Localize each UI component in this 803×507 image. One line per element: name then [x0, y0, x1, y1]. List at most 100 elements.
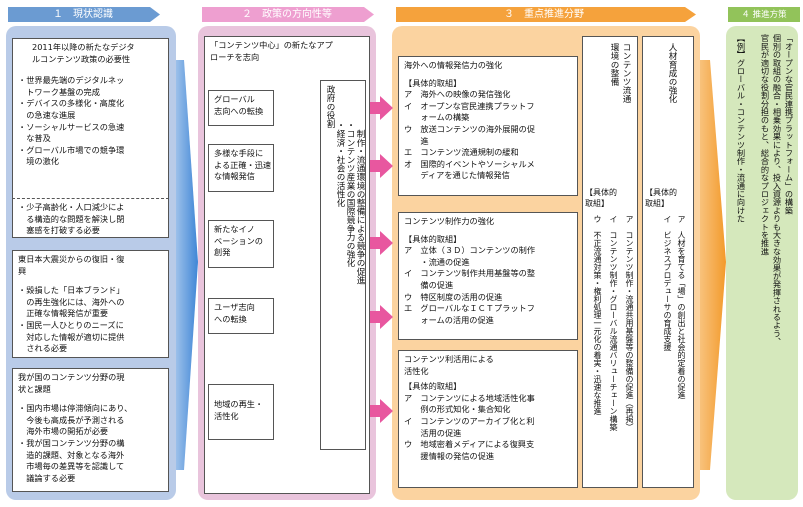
box3-bullet-cont: 議論する必要 — [18, 472, 76, 483]
area-item: イ オープンな官民連携プラットフ — [404, 100, 535, 111]
box3-title-line2: 状と課題 — [18, 383, 51, 394]
government-role-box: 政府の役割 ・経済・社会の活性化 ・コンテンツ産業の国際競争力の強化 制作・流通… — [320, 80, 366, 450]
area-item: ア 海外への映像の発信強化 — [404, 89, 511, 100]
area-item: イ コンテンツのアーカイブ化と利 — [404, 415, 535, 426]
approach-line2: ローチを志向 — [210, 51, 260, 62]
area-item-cont: 備の促進 — [404, 279, 454, 290]
box3-bullet-cont: 造的課題、対象となる海外 — [18, 449, 125, 460]
area-item: ウ 特区制度の活用の促進 — [404, 291, 503, 302]
measure-line2: 「オープンな官民連携プラットフォーム」の構築 — [784, 34, 794, 215]
approach-line1: 「コンテンツ中心」の新たなアプ — [210, 40, 333, 50]
arrow-innovation — [366, 231, 393, 255]
policy-item-line: 活性化 — [214, 410, 239, 421]
box1-bullet: ・ソーシャルサービスの急速 — [18, 121, 125, 132]
measure-line3: 官民が適切な役割分担のもと、総合的なプロジェクトを推進 — [760, 34, 770, 256]
area-production-power: コンテンツ制作力の強化 【具体的取組】 ア 立体（３Ｄ）コンテンツの制作 ・流通… — [398, 212, 578, 340]
status-box-content-sector: 我が国のコンテンツ分野の現 状と課題 ・国内市場は停滞傾向にあり、 今後も高成長… — [12, 368, 169, 492]
box2-bullet-cont: 対応した情報が適切に提供 — [18, 331, 125, 342]
area-sub: 【具体的取組】 — [404, 233, 462, 244]
policy-item-line: 多様な手段に — [214, 148, 264, 158]
policy-item-line: への転換 — [214, 313, 247, 324]
status-box-earthquake: 東日本大震災からの復旧・復 興 ・毀損した「日本ブランド」 の再生強化には、海外… — [12, 250, 169, 358]
policy-item-innovation: 新たなイノ ベーションの 創発 — [208, 220, 274, 268]
arrow-user — [366, 305, 393, 329]
area-item-cont: 活用の促進 — [404, 427, 462, 438]
box3-bullet-cont: 今後も高成長が予測される — [18, 414, 125, 425]
box1-bullet-cont: トワーク基盤の完成 — [18, 86, 100, 97]
box2-title-line2: 興 — [18, 265, 27, 276]
promotion-measures-text: 【例】グローバル・コンテンツ制作・流通に向けた 「オープンな官民連携プラットフォ… — [732, 34, 794, 494]
policy-item-line: ユーザ志向 — [214, 302, 255, 312]
section-2-title: ２ 政策の方向性等 — [242, 9, 332, 20]
area-item: ア 立体（３Ｄ）コンテンツの制作 — [404, 245, 536, 256]
section-4-tab — [728, 7, 800, 22]
hr-sub: 【具体的 取組】 — [645, 187, 693, 209]
arrow-info — [366, 154, 393, 178]
area-item-cont: 例の形式知化・集合知化 — [404, 404, 511, 415]
policy-item-line: な情報発信 — [214, 171, 255, 182]
hr-item-a: ア 人材を育てる「場」の創出と社会的定着の促進 — [677, 215, 686, 399]
arrow-status-to-policy — [176, 60, 198, 470]
area-item: エ コンテンツ流通規制の緩和 — [404, 147, 519, 158]
env-item-b: イ コンテンツ制作・グローバル流通バリューチェーン構築 — [609, 215, 618, 431]
measure-line1: 【例】グローバル・コンテンツ制作・流通に向けた — [736, 34, 746, 223]
status-note-declining-population: ・少子高齢化・人口減少によ る構造的な問題を解決し閉 塞感を打破する必要 — [12, 198, 169, 238]
area-item-cont: ・流通の促進 — [404, 256, 470, 267]
area-item-cont: ディアを通じた情報発信 — [404, 170, 510, 181]
arrow-region — [366, 399, 393, 423]
env-sub-line1: 【具体的 — [585, 188, 617, 197]
area-item-cont: 進 — [404, 135, 429, 146]
box3-bullet: ・我が国コンテンツ分野の構 — [18, 437, 125, 448]
box3-bullet: ・国内市場は停滞傾向にあり、 — [18, 403, 133, 414]
env-sub: 【具体的 取組】 — [585, 187, 637, 209]
area-sub: 【具体的取組】 — [404, 381, 462, 392]
box1-bullet-cont: な普及 — [18, 133, 51, 144]
section-1-title: １ 現状認識 — [53, 9, 113, 20]
area-content-utilization: コンテンツ利活用による 活性化 【具体的取組】 ア コンテンツによる地域活性化事… — [398, 350, 578, 488]
env-title-line1: 環境の整備 — [609, 43, 619, 86]
arrow-areas-to-measures — [700, 60, 726, 470]
note-line: ・少子高齢化・人口減少によ — [18, 202, 125, 212]
area-human-resources: 人材育成の強化 【具体的 取組】 ア 人材を育てる「場」の創出と社会的定着の促進… — [642, 36, 694, 488]
hr-sub-line1: 【具体的 — [645, 188, 677, 197]
gov-role-line1: ・経済・社会の活性化 — [335, 121, 345, 207]
box1-bullet: ・世界最先端のデジタルネッ — [18, 75, 125, 86]
env-item-c: ウ 不正流通対策・権利処理一元化の着実・迅速な推進 — [593, 215, 602, 415]
policy-item-region: 地域の再生・ 活性化 — [208, 384, 274, 440]
area-item: ウ 地域密着メディアによる復興支 — [404, 439, 535, 450]
box3-bullet-cont: 市場毎の差異等を認識して — [18, 461, 125, 472]
arrow-global — [366, 96, 393, 120]
area-distribution-environment: 環境の整備 コンテンツ流通 【具体的 取組】 ア コンテンツ制作・流通共用基盤等… — [582, 36, 638, 488]
area-item-cont: ォームの活用の促進 — [404, 314, 494, 325]
hr-sub-line2: 取組】 — [645, 199, 669, 208]
area-item-cont: 援情報の発信の促進 — [404, 450, 495, 461]
column-promotion-measures — [726, 26, 798, 500]
section-4-title: ４ 推進方策 — [741, 10, 787, 20]
box1-title-line2: ルコンテンツ政策の必要性 — [32, 53, 131, 64]
policy-item-info: 多様な手段に よる正確・迅速 な情報発信 — [208, 144, 274, 192]
hr-title: 人材育成の強化 — [667, 43, 677, 104]
area-title: 海外への情報発信力の強化 — [404, 60, 503, 70]
box1-bullet: ・デバイスの多様化・高度化 — [18, 98, 125, 109]
area-item: ア コンテンツによる地域活性化事 — [404, 392, 535, 403]
box3-title-line1: 我が国のコンテンツ分野の現 — [18, 372, 125, 382]
hr-item-b: イ ビジネスプロデューサの育成支援 — [663, 215, 672, 351]
box2-bullet-cont: の再生強化には、海外への — [18, 296, 125, 307]
policy-item-line: グローバル — [214, 94, 255, 104]
area-item: オ 国際的イベントやソーシャルメ — [404, 158, 535, 169]
gov-role-title: 政府の役割 — [325, 85, 335, 128]
policy-item-line: 新たなイノ — [214, 224, 255, 234]
area-item-cont: ォームの構築 — [404, 112, 470, 123]
section-headers — [8, 7, 800, 22]
area-sub: 【具体的取組】 — [404, 77, 462, 88]
note-line: る構造的な問題を解決し閉 — [18, 213, 125, 224]
area-item: エ グローバルなＩＣＴプラットフ — [404, 303, 535, 314]
box1-bullet-cont: の急速な進展 — [18, 109, 76, 120]
box3-bullet-cont: 海外市場の開拓が必要 — [18, 426, 109, 437]
area-overseas-info: 海外への情報発信力の強化 【具体的取組】 ア 海外への映像の発信強化 イ オープ… — [398, 56, 578, 196]
box1-title-line1: 2011年以降の新たなデジタ — [32, 42, 135, 52]
area-title: コンテンツ利活用による — [404, 354, 494, 364]
box2-title-line1: 東日本大震災からの復旧・復 — [18, 254, 125, 264]
area-item: ウ 放送コンテンツの海外展開の促 — [404, 123, 536, 134]
